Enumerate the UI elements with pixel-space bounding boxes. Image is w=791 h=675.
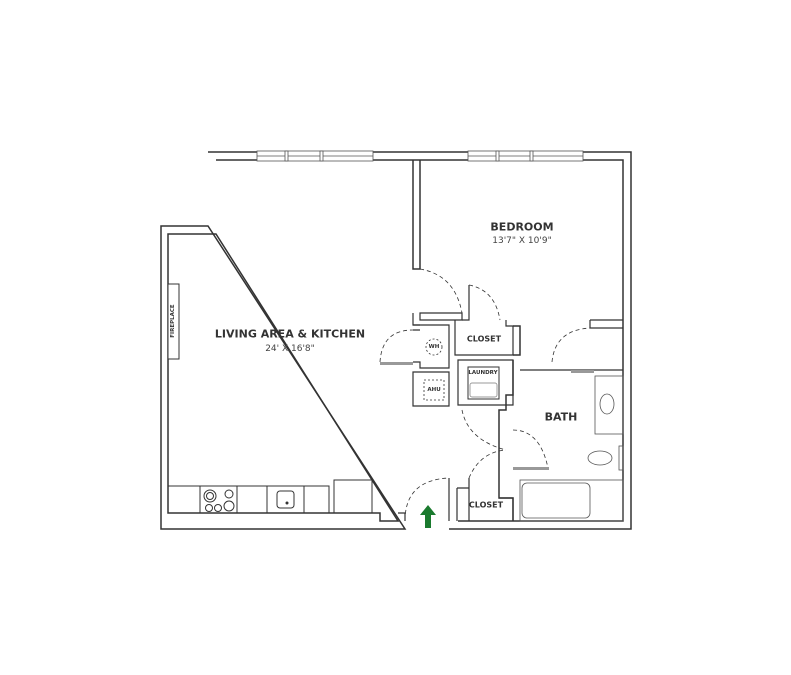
living-area-dimensions: 24' X 16'8" [265, 344, 315, 354]
ahu-label: AHU [427, 387, 441, 393]
water-heater-label: WH [428, 344, 440, 350]
bath-label: BATH [544, 410, 578, 424]
outer-wall-outline [160, 151, 632, 530]
inner-wall-outline [167, 159, 624, 522]
living-area-label: LIVING AREA & KITCHEN [214, 327, 366, 341]
laundry-label: LAUNDRY [468, 370, 498, 376]
entry-arrow-icon [420, 505, 436, 528]
closet-lower-label: CLOSET [468, 500, 504, 510]
windows-bedroom [467, 150, 584, 162]
fireplace-label: FIREPLACE [170, 304, 176, 338]
closet-upper-label: CLOSET [466, 334, 502, 344]
windows-living [256, 150, 374, 162]
bedroom-label: BEDROOM [490, 220, 554, 234]
bedroom-dimensions: 13'7" X 10'9" [492, 236, 552, 246]
